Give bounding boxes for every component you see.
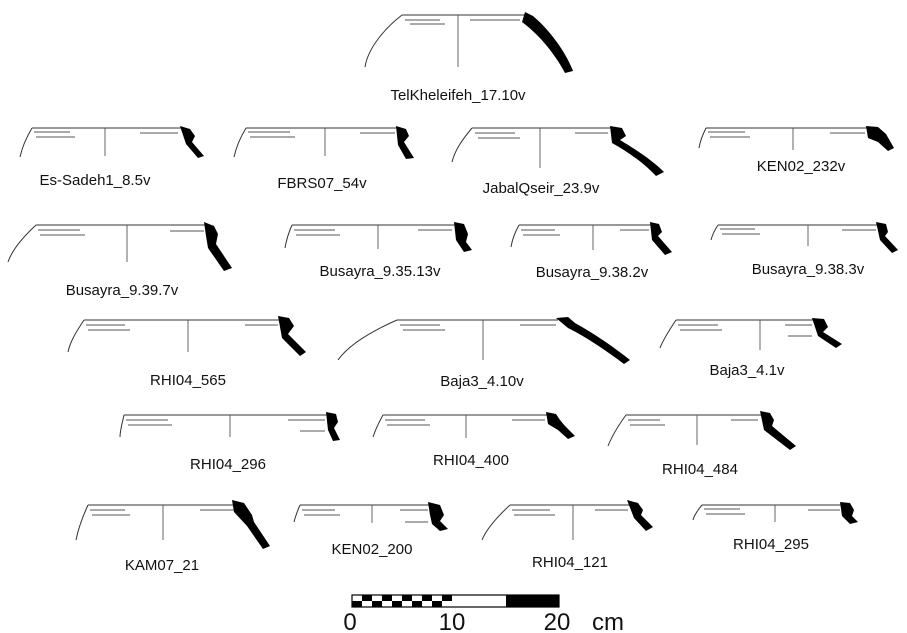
sherd-drawing: RHI04_400 <box>372 412 575 469</box>
sherd-drawing: FBRS07_54v <box>233 126 414 192</box>
sherd-label: JabalQseir_23.9v <box>483 180 600 197</box>
scale-label-20: 20 <box>544 609 571 633</box>
scale-label-10: 10 <box>439 609 466 633</box>
sherd-label: Busayra_9.38.3v <box>752 261 865 278</box>
sherd-drawing: RHI04_295 <box>692 502 858 553</box>
sherd-label: KAM07_21 <box>125 557 199 574</box>
sherd-label: Busayra_9.38.2v <box>536 264 649 281</box>
sherd-label: Baja3_4.1v <box>709 362 785 379</box>
sherd-label: TelKheleifeh_17.10v <box>390 87 526 104</box>
sherd-label: Baja3_4.10v <box>440 373 524 390</box>
sherd-drawing: Baja3_4.10v <box>337 317 630 390</box>
sherd-drawing: RHI04_484 <box>607 411 796 478</box>
sherd-drawing: RHI04_296 <box>119 412 340 473</box>
sherd-label: RHI04_565 <box>150 372 226 389</box>
sherd-drawing: Busayra_9.39.7v <box>7 222 232 299</box>
sherd-label: KEN02_232v <box>757 158 846 175</box>
sherd-label: FBRS07_54v <box>277 175 367 192</box>
sherd-label: RHI04_400 <box>433 452 509 469</box>
sherd-label: RHI04_121 <box>532 554 608 571</box>
sherd-label: Busayra_9.39.7v <box>66 282 179 299</box>
sherd-drawing: RHI04_565 <box>67 316 306 389</box>
sherd-drawing: JabalQseir_23.9v <box>451 126 664 197</box>
sherd-drawing: Busayra_9.35.13v <box>284 222 472 280</box>
sherd-drawing: TelKheleifeh_17.10v <box>364 12 573 104</box>
sherd-drawing: Es-Sadeh1_8.5v <box>19 126 204 189</box>
sherd-label: Busayra_9.35.13v <box>320 263 441 280</box>
sherd-drawing: KAM07_21 <box>75 500 270 574</box>
sherd-drawing: Busayra_9.38.3v <box>710 222 898 278</box>
sherd-label: Es-Sadeh1_8.5v <box>40 172 151 189</box>
sherd-drawing: Busayra_9.38.2v <box>510 222 672 281</box>
sherd-label: RHI04_296 <box>190 456 266 473</box>
sherd-label: RHI04_484 <box>662 461 738 478</box>
scale-unit: cm <box>592 609 624 633</box>
sherd-drawing: RHI04_121 <box>481 500 653 571</box>
scale-bar: 0 10 20 cm <box>343 594 624 633</box>
sherd-drawing: Baja3_4.1v <box>659 318 842 379</box>
sherd-label: RHI04_295 <box>733 536 809 553</box>
sherd-label: KEN02_200 <box>332 541 413 558</box>
sherd-drawing: KEN02_232v <box>698 126 894 175</box>
scale-label-0: 0 <box>343 609 356 633</box>
sherd-drawing: KEN02_200 <box>293 502 448 558</box>
